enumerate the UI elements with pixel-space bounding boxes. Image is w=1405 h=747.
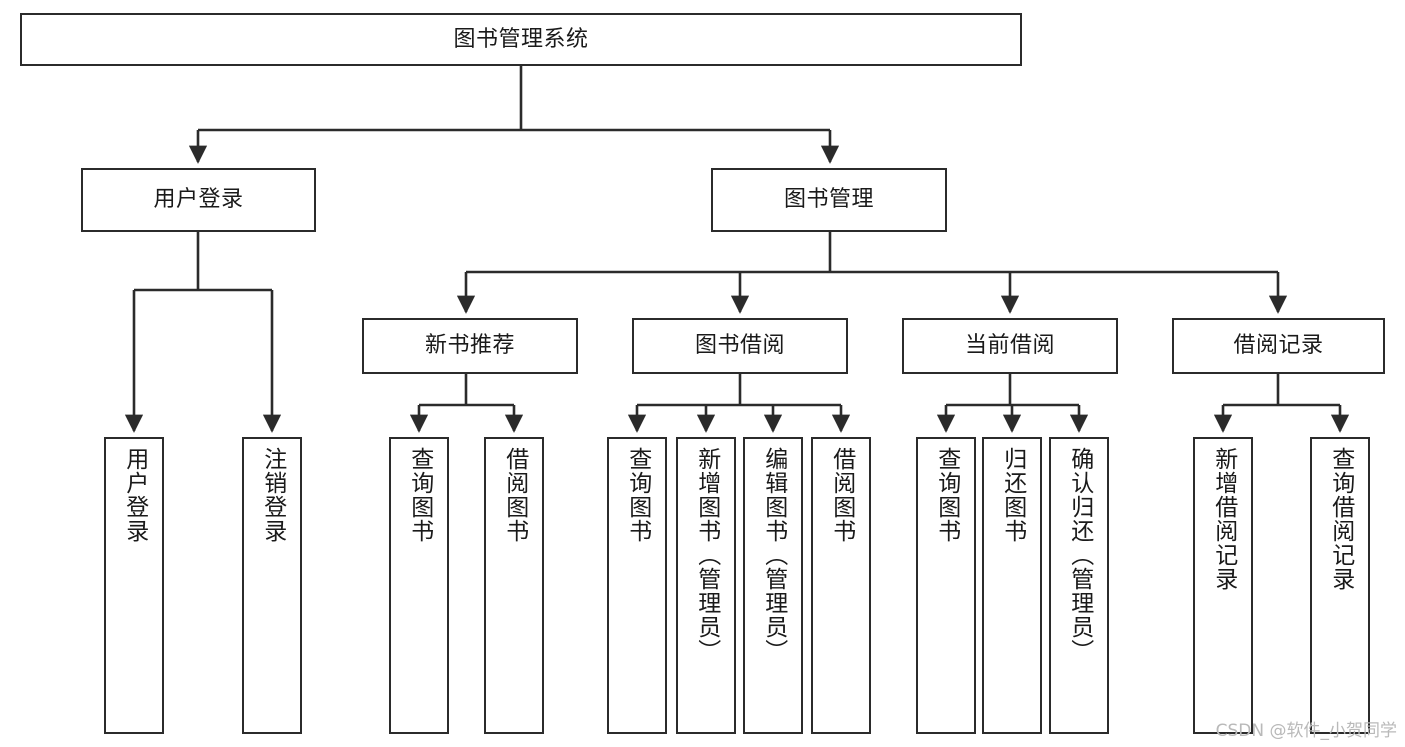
node-user-login[interactable]: 用户登录: [81, 168, 316, 232]
node-leaf-add-book-admin-label: 新增图书（管理员）: [693, 447, 720, 663]
node-leaf-borrow-book-recommend[interactable]: 借阅图书: [484, 437, 544, 734]
node-borrow-record[interactable]: 借阅记录: [1172, 318, 1385, 374]
node-leaf-edit-book-admin-label: 编辑图书（管理员）: [760, 447, 787, 663]
node-leaf-borrow-book[interactable]: 借阅图书: [811, 437, 871, 734]
node-book-manage[interactable]: 图书管理: [711, 168, 947, 232]
node-leaf-query-book-label: 查询图书: [624, 447, 651, 543]
node-leaf-return-book[interactable]: 归还图书: [982, 437, 1042, 734]
node-leaf-query-book-recommend-label: 查询图书: [406, 447, 433, 543]
node-leaf-query-book-current-label: 查询图书: [933, 447, 960, 543]
node-leaf-add-borrow-record-label: 新增借阅记录: [1210, 447, 1237, 591]
node-leaf-logout-label: 注销登录: [259, 447, 286, 543]
node-leaf-edit-book-admin[interactable]: 编辑图书（管理员）: [743, 437, 803, 734]
node-leaf-return-book-label: 归还图书: [999, 447, 1026, 543]
node-book-borrow[interactable]: 图书借阅: [632, 318, 848, 374]
node-user-login-label: 用户登录: [153, 187, 244, 213]
node-current-borrow-label: 当前借阅: [964, 333, 1055, 359]
node-book-borrow-label: 图书借阅: [694, 333, 785, 359]
node-book-manage-label: 图书管理: [783, 187, 874, 213]
node-leaf-add-borrow-record[interactable]: 新增借阅记录: [1193, 437, 1253, 734]
node-leaf-confirm-return-admin[interactable]: 确认归还（管理员）: [1049, 437, 1109, 734]
node-root[interactable]: 图书管理系统: [20, 13, 1022, 66]
node-new-book-recommend-label: 新书推荐: [424, 333, 515, 359]
node-leaf-confirm-return-admin-label: 确认归还（管理员）: [1066, 447, 1093, 663]
node-root-label: 图书管理系统: [453, 26, 589, 52]
node-leaf-query-borrow-record[interactable]: 查询借阅记录: [1310, 437, 1370, 734]
node-current-borrow[interactable]: 当前借阅: [902, 318, 1118, 374]
node-borrow-record-label: 借阅记录: [1233, 333, 1324, 359]
node-leaf-query-book-recommend[interactable]: 查询图书: [389, 437, 449, 734]
node-leaf-query-book-current[interactable]: 查询图书: [916, 437, 976, 734]
node-new-book-recommend[interactable]: 新书推荐: [362, 318, 578, 374]
node-leaf-query-borrow-record-label: 查询借阅记录: [1327, 447, 1354, 591]
node-leaf-add-book-admin[interactable]: 新增图书（管理员）: [676, 437, 736, 734]
node-leaf-borrow-book-label: 借阅图书: [828, 447, 855, 543]
node-leaf-user-login-label: 用户登录: [121, 447, 148, 543]
node-leaf-borrow-book-recommend-label: 借阅图书: [501, 447, 528, 543]
node-leaf-logout[interactable]: 注销登录: [242, 437, 302, 734]
node-leaf-query-book[interactable]: 查询图书: [607, 437, 667, 734]
node-leaf-user-login[interactable]: 用户登录: [104, 437, 164, 734]
